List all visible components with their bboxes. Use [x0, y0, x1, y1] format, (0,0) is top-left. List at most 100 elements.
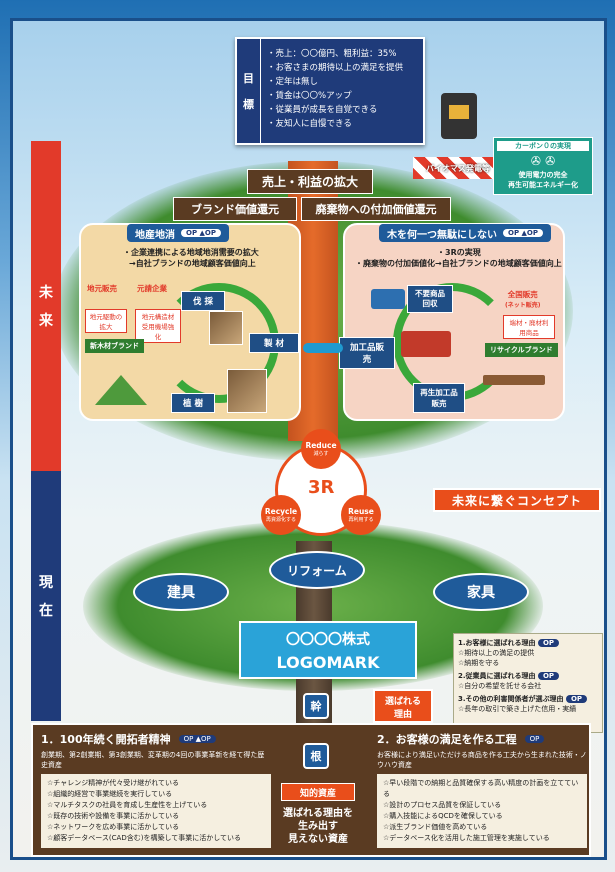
- new-wood-brand-tag: 新木材ブランド: [85, 339, 144, 353]
- reason-head: 3.その他の利害関係者が選ぶ理由 OP: [458, 694, 598, 704]
- op-badge: OP: [537, 639, 560, 647]
- recycle-circle: Recycle 再資源化する: [261, 495, 301, 535]
- reduce-sub: 減らす: [313, 451, 329, 457]
- right-asset-list: ☆早い段階での納期と品質確保する高い精度の計画を立てている ☆設計のプロセス品質…: [377, 774, 587, 848]
- panel-title-text: 木を何一つ無駄にしない: [387, 229, 497, 241]
- panel-text-2: →自社ブランドの地域顧客価値向上: [129, 259, 256, 268]
- reform-oval: リフォーム: [269, 551, 365, 589]
- mountain-icon: [95, 375, 147, 405]
- collect-text: 不要商品回収: [415, 289, 445, 308]
- goal-item: 賃金は〇〇%アップ: [267, 89, 403, 103]
- local-expansion-box: 地元駆動の拡大: [85, 309, 127, 333]
- nationwide-text: 全国販売: [507, 290, 538, 299]
- future-char-1: 未: [39, 285, 53, 301]
- nationwide-label: 全国販売 (ネット販売): [505, 289, 541, 309]
- right-asset-column: 2．お客様の満足を作る工程 OP お客様により満足いただける商品を作る工夫から生…: [377, 731, 587, 848]
- logging-photo: [209, 311, 243, 345]
- future-char-2: 来: [39, 313, 53, 329]
- asset-item: ☆組織的経営で事業継続を実行している: [47, 790, 173, 798]
- recycle-label: Recycle: [264, 507, 298, 516]
- reuse-sub: 再利用する: [348, 517, 374, 523]
- reason-item: ☆長年の取引で築き上げた信用・実績: [458, 705, 577, 713]
- carbon-line-1: 使用電力の完全: [518, 171, 568, 179]
- future-label: 未 来: [31, 141, 61, 471]
- asset-item: ☆マルチタスクの社員を育成し生産性を上げている: [47, 801, 208, 809]
- reason-head: 1.お客様に選ばれる理由 OP: [458, 638, 598, 648]
- present-char-2: 在: [39, 603, 53, 619]
- present-char-1: 現: [39, 575, 53, 591]
- processed-sale-step: 加工品販売: [339, 337, 395, 369]
- wind-turbine-icon: ✇ ✇: [530, 154, 556, 168]
- reason-item: ☆納期を守る: [458, 659, 500, 667]
- asset-item: ☆データベース化を活用した施工管理を実施している: [383, 834, 550, 842]
- reason-item: ☆期待以上の満足の提供: [458, 649, 535, 657]
- panel-text-1: ・企業連携による地域地消需要の拡大: [123, 248, 259, 257]
- reprocessed-sale-step: 再生加工品販売: [413, 383, 465, 413]
- chosen-reason-tag: 選ばれる 理由: [373, 689, 433, 723]
- right-asset-title: 2．お客様の満足を作る工程: [377, 733, 517, 746]
- goal-item: 従業員が成長を自覚できる: [267, 103, 403, 117]
- goal-box: 目 標 売上：〇〇億円、粗利益：35% お客さまの期待以上の満足を提供 定年は無…: [235, 37, 425, 145]
- logo-mark: LOGOMARK: [276, 653, 380, 672]
- reason-item: ☆自分の希望を託せる会社: [458, 682, 542, 690]
- reuse-label: Reuse: [348, 507, 374, 516]
- chosen-line-1: 選ばれる: [384, 697, 421, 707]
- no-waste-panel: 木を何一つ無駄にしない OP ▲OP ・3Rの実現 ・廃棄物の付加価値化→自社ブ…: [339, 223, 565, 421]
- goal-label-1: 目: [243, 72, 254, 85]
- goal-item: 定年は無し: [267, 75, 403, 89]
- sales-banner: 売上・利益の拡大: [247, 169, 373, 194]
- reason-3-head: 3.その他の利害関係者が選ぶ理由: [458, 695, 564, 703]
- structural-lumber-box: 地元構造材受用機場強化: [135, 309, 181, 343]
- asset-item: ☆顧客データベース(CAD含む)を構築して事業に活かしている: [47, 834, 242, 842]
- asset-item: ☆既存の技術や設備を事業に活かしている: [47, 812, 180, 820]
- chosen-line-2: 理由: [393, 710, 412, 720]
- biomass-banner: バイオマス発電等: [413, 157, 503, 179]
- reduce-circle: Reduce 減らす: [301, 429, 341, 469]
- present-label: 現 在: [31, 471, 61, 721]
- carbon-title: カーボン０の実現: [497, 141, 589, 151]
- reduce-label: Reduce: [305, 441, 337, 450]
- company-logo-box: 〇〇〇〇株式 LOGOMARK: [239, 621, 417, 679]
- recycle-sub: 再資源化する: [265, 517, 296, 523]
- goal-item: 売上：〇〇億円、粗利益：35%: [267, 47, 403, 61]
- local-sale-label: 地元販売: [87, 284, 117, 293]
- poster-frame: 目 標 売上：〇〇億円、粗利益：35% お客さまの期待以上の満足を提供 定年は無…: [10, 18, 607, 860]
- local-consumption-panel: 地産地消 OP ▲OP ・企業連携による地域地消需要の拡大 →自社ブランドの地域…: [79, 223, 301, 421]
- note-line-3: 見えない資産: [288, 834, 348, 845]
- asset-item: ☆ネットワークを広め事業に活かしている: [47, 823, 180, 831]
- asset-item: ☆購入技能によるQCDを確保している: [383, 812, 503, 820]
- reuse-circle: Reuse 再利用する: [341, 495, 381, 535]
- lumber-photo: [227, 369, 267, 413]
- goal-list: 売上：〇〇億円、粗利益：35% お客さまの期待以上の満足を提供 定年は無し 賃金…: [261, 39, 409, 143]
- right-asset-sub: お客様により満足いただける商品を作る工夫から生まれた技術・ノウハウ資産: [377, 751, 587, 769]
- goal-label-2: 標: [243, 98, 254, 111]
- asset-item: ☆チャレンジ精神が代々受け継がれている: [47, 779, 179, 787]
- reason-head: 2.従業員に選ばれる理由 OP: [458, 671, 598, 681]
- lumber-step: 製 材: [249, 333, 299, 353]
- company-name: 〇〇〇〇株式: [286, 632, 370, 648]
- goal-item: 友知人に自慢できる: [267, 117, 403, 131]
- recycle-brand-tag: リサイクルブランド: [485, 343, 558, 357]
- power-plant-icon: [441, 93, 477, 139]
- goal-label: 目 標: [237, 39, 261, 143]
- collect-step: 不要商品回収: [407, 285, 453, 313]
- left-asset-column: 1．100年続く開拓者精神 OP ▲OP 創業期、第2創業期、第3創業期、変革期…: [41, 731, 271, 848]
- contractor-label: 元請企業: [137, 284, 167, 293]
- op-badge: OP: [565, 695, 588, 703]
- chosen-reasons-box: 1.お客様に選ばれる理由 OP ☆期待以上の満足の提供 ☆納期を守る 2.従業員…: [453, 633, 603, 733]
- logging-step: 伐 採: [181, 291, 225, 311]
- root-label: 根: [303, 743, 329, 769]
- left-asset-title-row: 1．100年続く開拓者精神 OP ▲OP: [41, 731, 271, 747]
- nationwide-sub: (ネット販売): [505, 302, 541, 309]
- left-asset-list: ☆チャレンジ精神が代々受け継がれている ☆組織的経営で事業継続を実行している ☆…: [41, 774, 271, 848]
- left-asset-sub: 創業期、第2創業期、第3創業期、変革期の4回の事業革新を経て得た歴史資産: [41, 751, 265, 769]
- left-asset-title: 1．100年続く開拓者精神: [41, 733, 171, 746]
- brand-value-banner: ブランド価値還元: [173, 197, 297, 221]
- carbon-line-2: 再生可能エネルギー化: [508, 181, 578, 189]
- intellectual-asset-tag: 知的資産: [281, 783, 355, 801]
- reason-2-head: 2.従業員に選ばれる理由: [458, 672, 536, 680]
- three-r-center: 3R: [308, 477, 335, 498]
- panel-text-2: ・廃棄物の付加価値化→自社ブランドの地域顧客価値向上: [355, 259, 562, 268]
- carbon-zero-box: カーボン０の実現 ✇ ✇ 使用電力の完全 再生可能エネルギー化: [493, 137, 593, 195]
- op-badge: OP: [524, 735, 545, 743]
